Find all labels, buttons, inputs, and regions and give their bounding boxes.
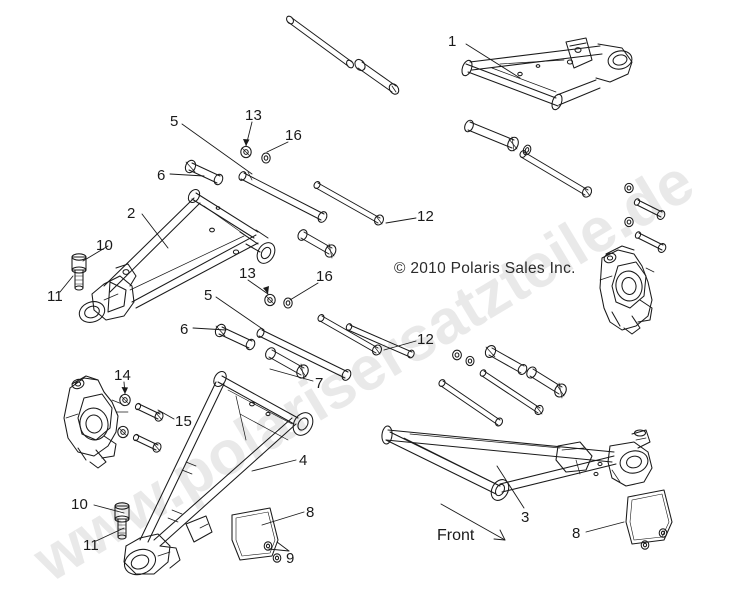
- part-2-upper-control-arm-left: [78, 188, 276, 323]
- hardware-upper-right-bolt-a: [633, 198, 666, 220]
- part-10-ball-joint-upper: [71, 253, 87, 291]
- leader-2: [141, 213, 169, 249]
- part-16-washer-upper: [261, 152, 271, 164]
- leader-4: [251, 459, 297, 472]
- leader-8b: [585, 521, 625, 533]
- hardware-right-rod-a: [438, 379, 504, 427]
- part-7-sleeve-upper: [297, 229, 337, 259]
- leader-16b: [289, 282, 319, 301]
- hardware-upper-right-bolt-b: [634, 231, 667, 253]
- leader-11b: [95, 527, 125, 542]
- part-6-bolt-middle: [214, 323, 256, 351]
- hardware-right-bolt-a: [484, 345, 528, 375]
- leader-10b: [93, 504, 125, 514]
- top-center-bolt: [354, 58, 400, 95]
- leader-10a: [82, 245, 109, 262]
- leader-3: [496, 465, 525, 509]
- part-5-pivot-shaft-upper: [238, 171, 328, 223]
- steering-knuckle-right: [599, 245, 655, 335]
- leader-8a: [261, 511, 305, 526]
- part-15-bolt-b: [132, 433, 162, 453]
- part-13-locknut-upper: [240, 145, 252, 159]
- part-6-bolt-upper: [184, 159, 224, 186]
- leader-5a: [181, 123, 253, 175]
- leader-5b: [215, 296, 265, 331]
- hardware-upper-right-nut-b: [624, 216, 634, 228]
- leader-12a: [385, 217, 417, 224]
- front-direction-arrow: [440, 503, 506, 541]
- hardware-right-washer: [465, 355, 475, 367]
- part-8-guard-plate-right: [625, 489, 673, 545]
- leader-13b: [247, 279, 269, 295]
- callout-arrowheads: [121, 139, 269, 394]
- part-14-nut-a: [119, 393, 131, 407]
- hardware-upper-right-nut-a: [624, 182, 634, 194]
- part-16-washer-middle: [283, 297, 293, 309]
- part-10-ball-joint-lower: [114, 502, 130, 540]
- part-15-bolt-a: [134, 402, 164, 422]
- part-12-bolt-middle: [317, 314, 382, 356]
- leader-16a: [266, 141, 289, 153]
- hardware-upper-right-bolt: [464, 119, 519, 152]
- hardware-upper-right-longbolt: [519, 150, 593, 198]
- leader-9a: [276, 541, 290, 552]
- leader-9b: [268, 548, 290, 552]
- part-4-lower-control-arm-left: [123, 371, 314, 576]
- leader-11a: [59, 275, 74, 293]
- part-1-upper-control-arm-right: [461, 37, 633, 111]
- leader-7: [269, 368, 314, 382]
- unlabeled-rod-middle: [345, 323, 415, 359]
- top-center-rod: [286, 15, 354, 69]
- hardware-right-rod-b: [479, 369, 544, 416]
- part-13-locknut-middle: [264, 293, 276, 307]
- callout-leader-lines: [59, 43, 625, 552]
- part-8-guard-fasteners-right: [640, 528, 668, 550]
- part-14-nut-b: [117, 425, 129, 439]
- part-3-lower-control-arm-right: [381, 425, 653, 501]
- leader-12b: [383, 340, 417, 351]
- hardware-right-nut-a: [452, 349, 462, 361]
- leader-15: [157, 409, 175, 420]
- part-9-guard-fasteners: [263, 541, 282, 563]
- leader-6a: [169, 173, 205, 177]
- leader-1: [465, 43, 521, 79]
- hardware-right-sleeve: [526, 366, 567, 399]
- leader-6b: [192, 327, 227, 331]
- part-7-sleeve-middle: [265, 347, 309, 380]
- part-8-guard-plate-left: [231, 507, 279, 561]
- steering-knuckle-left: [63, 375, 129, 469]
- part-12-bolt-upper: [313, 181, 384, 226]
